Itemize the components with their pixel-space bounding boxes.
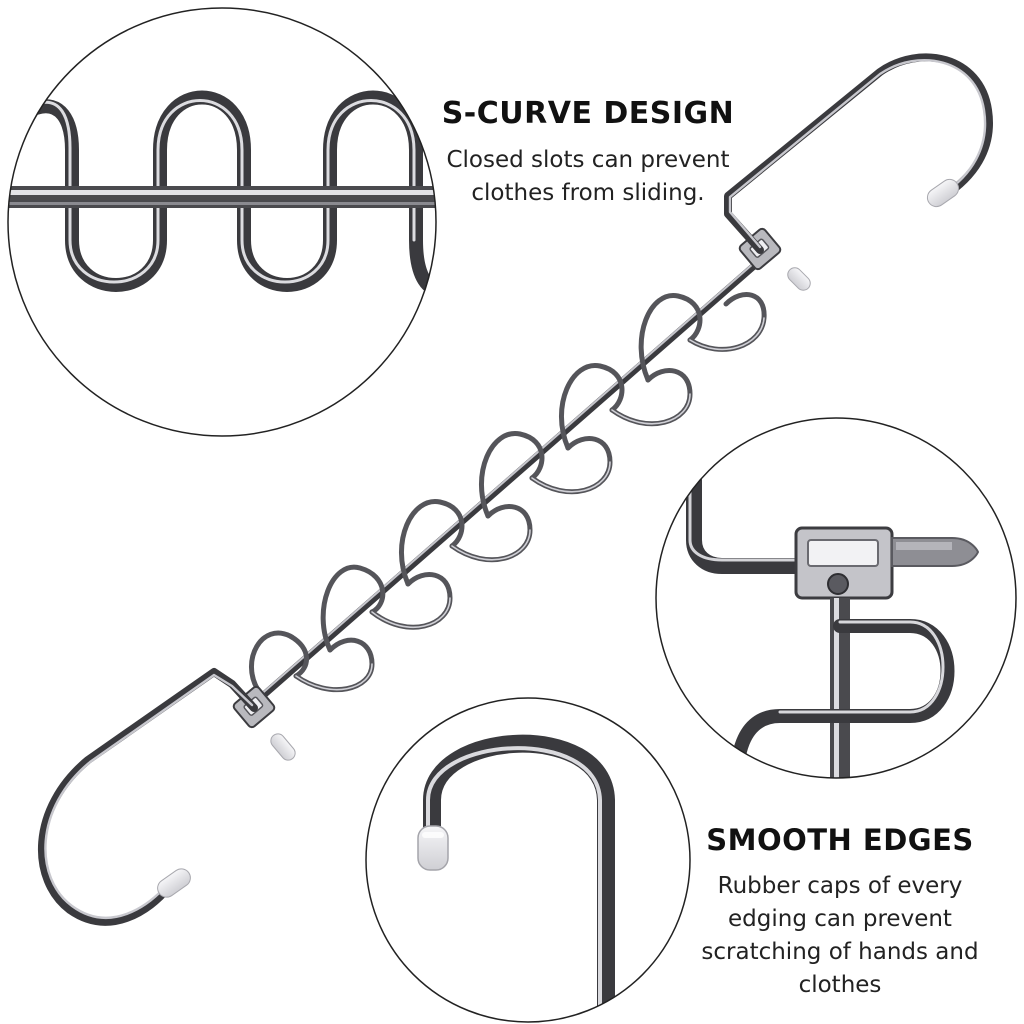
s-curve-loops-highlight	[295, 317, 765, 691]
feature-callout-s-curve: S-CURVE DESIGN Closed slots can prevent …	[440, 92, 736, 210]
hanger-main	[37, 53, 993, 926]
hook-top	[724, 53, 993, 254]
detail-circle-s-curve	[7, 7, 437, 437]
feature-callout-smooth-edges: SMOOTH EDGES Rubber caps of every edging…	[680, 818, 1000, 1002]
feature-heading: S-CURVE DESIGN	[441, 96, 735, 131]
hook-bottom	[37, 668, 258, 926]
feature-description: Rubber caps of every edging can prevent …	[701, 873, 979, 998]
feature-description: Closed slots can prevent clothes from sl…	[446, 147, 730, 206]
feature-heading: SMOOTH EDGES	[706, 823, 974, 857]
detail-circle-hook-tip	[365, 697, 691, 1023]
detail-circle-clamp	[655, 417, 1017, 779]
